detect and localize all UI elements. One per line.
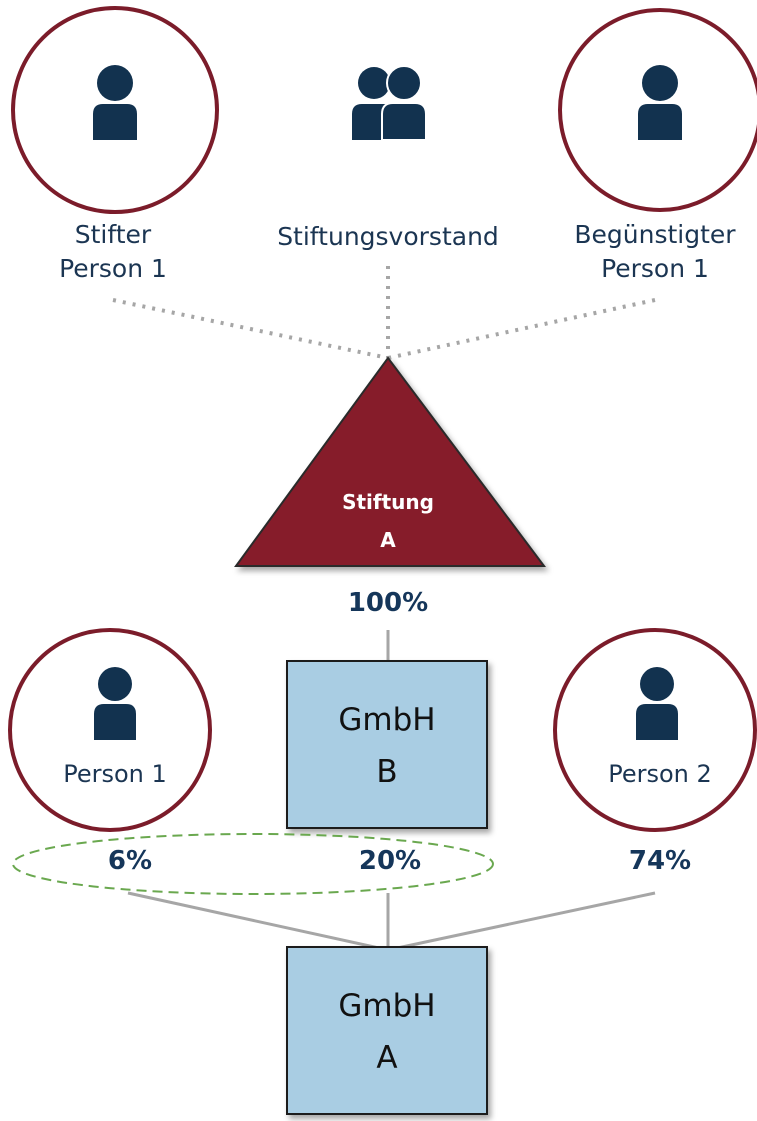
gmbh-b-label-line1: GmbH (338, 702, 436, 738)
gmbh-b-box (286, 660, 488, 829)
gmbh-a-label-line1: GmbH (338, 988, 436, 1024)
beguenstigter-label-line2: Person 1 (601, 254, 709, 283)
dotted-line-beguenstigter (387, 298, 656, 360)
person-icon (93, 65, 137, 140)
stifter-label: Stifter Person 1 (13, 218, 213, 286)
stiftung-share-label: 100% (347, 588, 429, 618)
connectors-to-gmbh-a (127, 891, 656, 952)
combined-share-ellipse (12, 833, 494, 895)
connector-right (387, 891, 656, 952)
gmbh-b-label: GmbH B (287, 694, 487, 798)
gmbh-a-label: GmbH A (287, 980, 487, 1084)
beguenstigter-label: Begünstigter Person 1 (545, 218, 757, 286)
person-left-label: Person 1 (63, 760, 167, 788)
stiftung-label: Stiftung A (288, 483, 488, 559)
stiftung-triangle (234, 356, 546, 567)
beguenstigter-label-line1: Begünstigter (574, 220, 736, 249)
connector-left (127, 891, 389, 952)
dotted-line-stifter (112, 298, 389, 360)
gmbh-a-label-line2: A (376, 1040, 398, 1076)
vorstand-label: Stiftungsvorstand (277, 222, 499, 251)
person-right-share-label: 74% (628, 846, 692, 876)
stiftung-label-line1: Stiftung (342, 490, 434, 514)
gmbh-a-box (286, 946, 488, 1115)
group-icon (352, 65, 427, 141)
stifter-label-line1: Stifter (74, 220, 152, 249)
person-icon (94, 667, 136, 740)
stiftung-label-line2: A (380, 528, 396, 552)
gmbh-b-share-label: 20% (358, 846, 422, 876)
stifter-label-line2: Person 1 (59, 254, 167, 283)
dotted-connectors (112, 266, 656, 360)
gmbh-b-label-line2: B (376, 754, 398, 790)
person-left-share-label: 6% (107, 846, 153, 876)
person-icon (638, 65, 682, 140)
person-right-label: Person 2 (608, 760, 712, 788)
person-icon (636, 667, 678, 740)
